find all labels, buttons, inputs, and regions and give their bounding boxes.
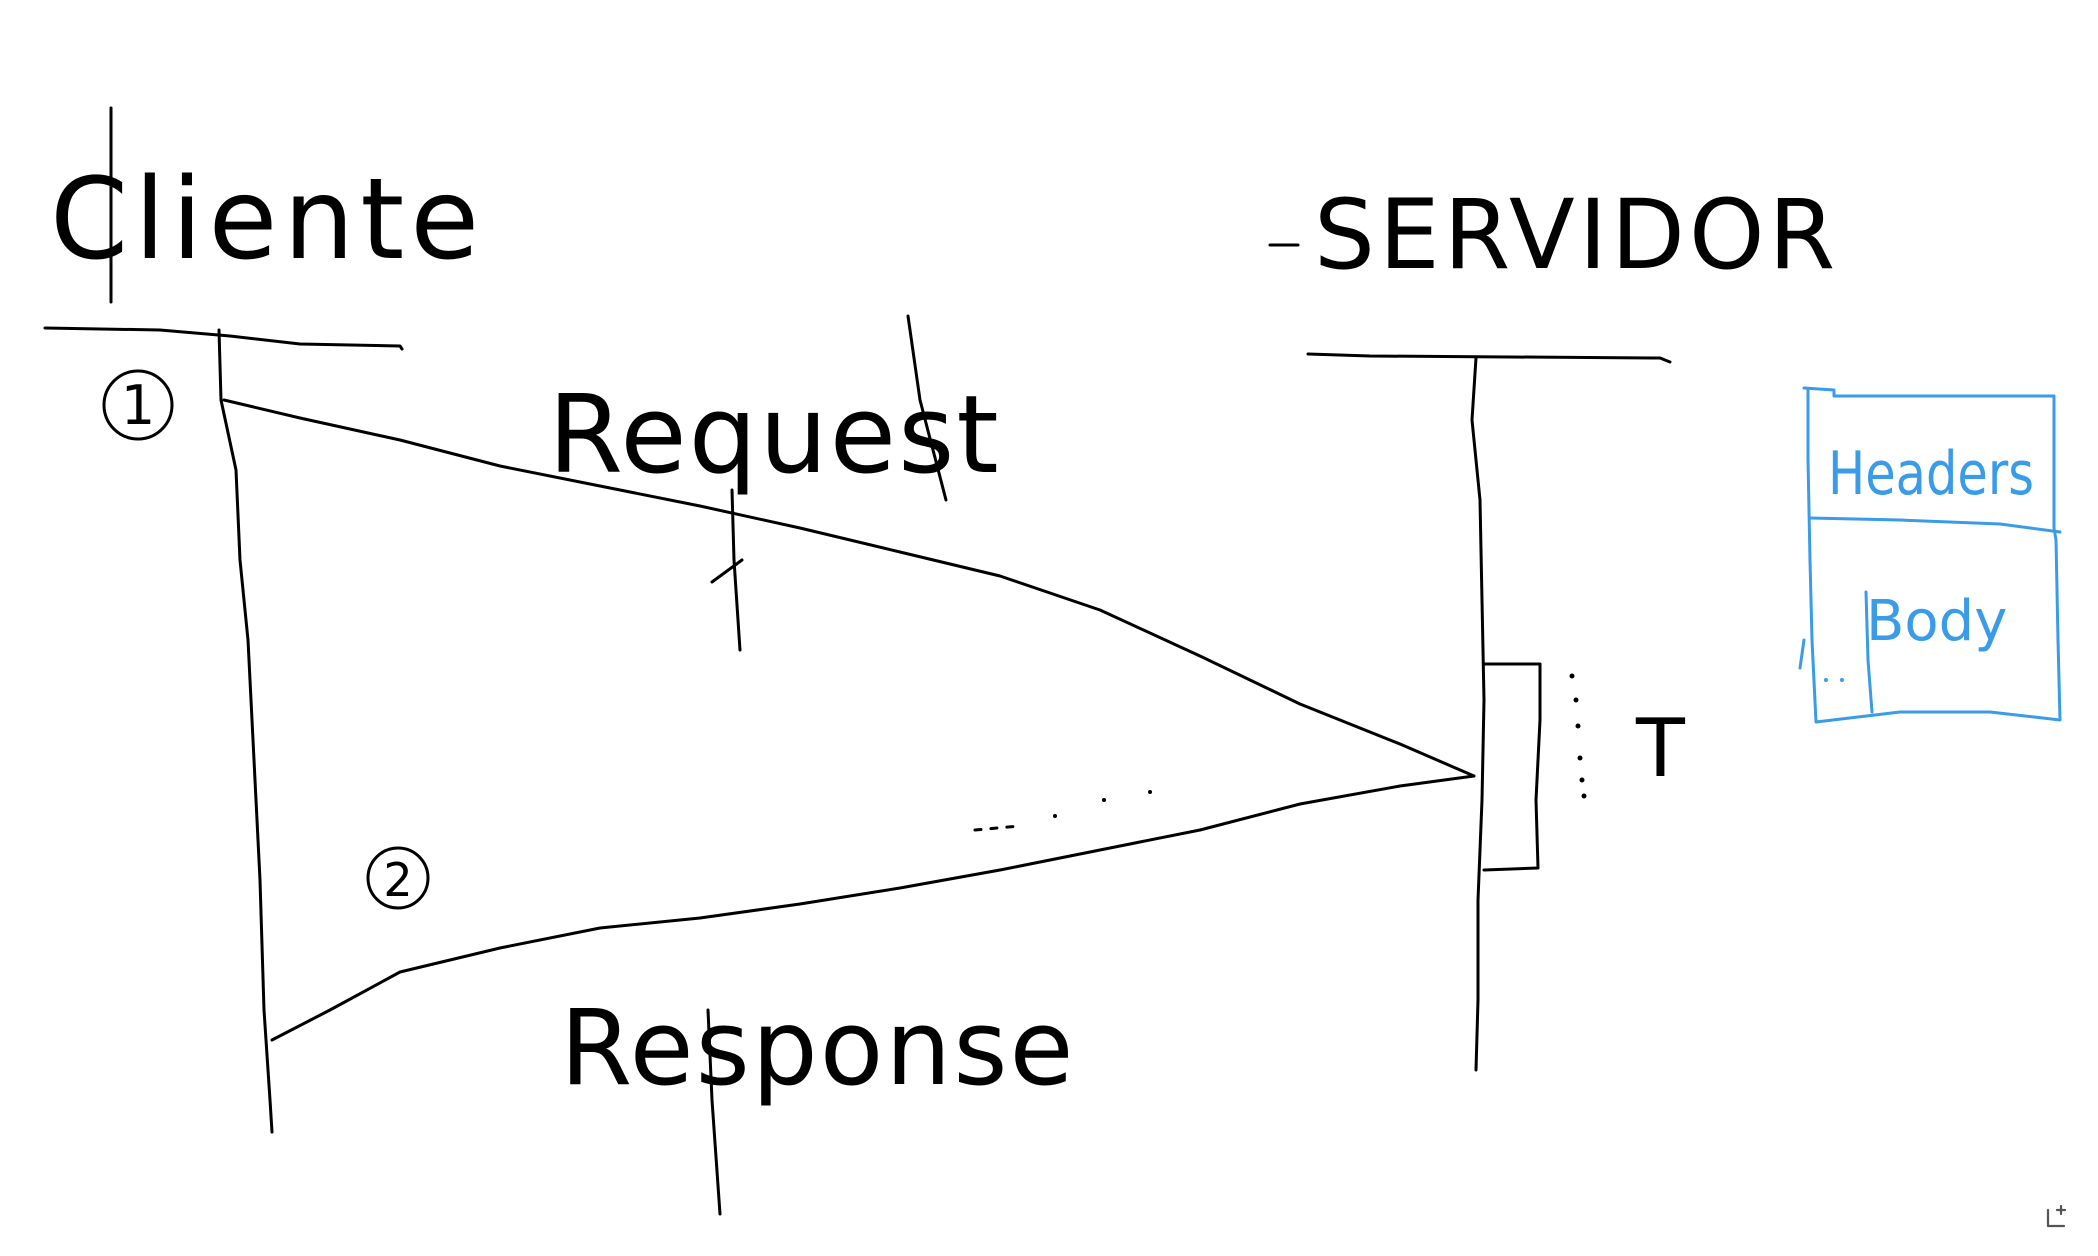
client-header: Cliente (43, 106, 485, 351)
step-two-label: 2 (383, 853, 412, 907)
dotted-return-stroke (973, 824, 1022, 832)
time-dot (1577, 755, 1583, 761)
box-outline (1802, 386, 2062, 724)
time-dot (1569, 673, 1575, 679)
step-two-marker: 2 (366, 846, 430, 910)
dotted-return-dot (1053, 814, 1057, 818)
time-annotation: T (1569, 673, 1686, 799)
request-tick-cross (710, 558, 744, 584)
dotted-return-dot (1102, 798, 1106, 802)
step-one-circle (102, 369, 174, 441)
request-tick (730, 488, 742, 652)
time-dot (1573, 697, 1579, 703)
client-label: Cliente (50, 155, 485, 285)
server-header: SERVIDOR (1268, 179, 1839, 364)
request-arrow (222, 398, 1476, 778)
box-body-dot (1840, 678, 1844, 682)
time-dot (1581, 793, 1587, 799)
box-body-stroke (1864, 590, 1874, 714)
server-lifeline (1470, 356, 1486, 1072)
server-label: SERVIDOR (1314, 179, 1839, 291)
response-arrow (270, 774, 1476, 1042)
client-lifeline (217, 328, 274, 1134)
step-one-marker: 1 (102, 369, 174, 441)
client-underline (43, 326, 404, 351)
expand-button[interactable] (2044, 1202, 2084, 1242)
dotted-return-dot (1148, 790, 1152, 794)
step-two-circle (366, 846, 430, 910)
request-label: Request (548, 373, 1001, 498)
request-label-stroke (906, 314, 948, 502)
server-underline (1306, 352, 1672, 364)
step-one-label: 1 (121, 374, 155, 437)
time-dot (1575, 723, 1581, 729)
box-headers-label: Headers (1828, 439, 2034, 509)
box-divider (1808, 516, 2062, 534)
box-body-dot (1824, 678, 1828, 682)
time-dot (1579, 777, 1585, 783)
expand-icon (2046, 1204, 2067, 1228)
time-label: T (1635, 702, 1686, 795)
message-structure-box: Headers Body (1798, 386, 2062, 724)
response-label: Response (560, 987, 1075, 1109)
box-body-tick (1798, 638, 1806, 670)
response-label-stroke (706, 1008, 722, 1216)
server-activation-box (1482, 662, 1542, 872)
box-body-label: Body (1866, 589, 2007, 654)
